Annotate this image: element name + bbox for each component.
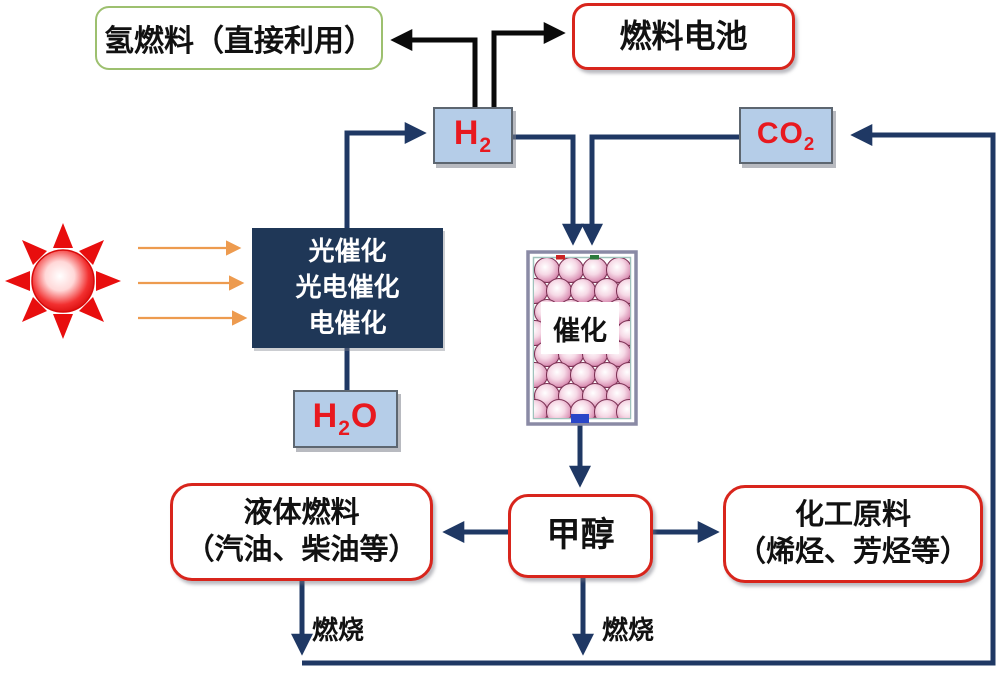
methanol-label: 甲醇 [546, 516, 615, 555]
node-h2: H2 [433, 107, 513, 164]
edge-combustion-to-co2-loop [302, 123, 996, 666]
h2-formula: H2 [453, 113, 493, 157]
combustion-label-left: 燃烧 [312, 615, 365, 645]
chemical-feedstock-line-2: （烯烃、芳烃等） [736, 536, 969, 568]
node-chemical-feedstock: 化工原料 （烯烃、芳烃等） [723, 485, 983, 583]
solar-ray-arrows [138, 240, 248, 326]
fuel-cell-label: 燃料电池 [619, 18, 748, 55]
combustion-label-right: 燃烧 [602, 615, 655, 645]
edge-h2-to-reactor [513, 134, 585, 246]
h2o-formula: H2O [312, 397, 379, 440]
edge-h2-to-hydrogen-fuel [390, 28, 478, 108]
node-fuel-cell: 燃料电池 [572, 3, 795, 70]
node-hydrogen-fuel: 氢燃料（直接利用） [95, 6, 383, 70]
node-h2o: H2O [293, 390, 398, 448]
liquid-fuel-line-2: （汽油、柴油等） [185, 534, 418, 566]
node-co2: CO2 [739, 107, 833, 164]
hydrogen-fuel-label: 氢燃料（直接利用） [104, 25, 374, 58]
reactor-inlet-mark-red [556, 255, 565, 260]
node-catalysis-panel: 光催化 光电催化 电催化 [252, 228, 443, 348]
edge-panel-to-h2 [344, 121, 427, 228]
node-methanol: 甲醇 [508, 494, 653, 578]
reactor-label: 催化 [541, 302, 619, 354]
chemical-feedstock-line-1: 化工原料 [794, 498, 911, 531]
catalysis-line-3: 电催化 [308, 307, 387, 338]
co2-formula: CO2 [756, 116, 816, 154]
liquid-fuel-line-1: 液体燃料 [243, 496, 360, 529]
node-liquid-fuel: 液体燃料 （汽油、柴油等） [170, 483, 433, 581]
edge-h2-to-fuel-cell [491, 21, 566, 108]
catalysis-line-1: 光催化 [308, 236, 387, 267]
catalysis-line-2: 光电催化 [295, 272, 400, 303]
sun-icon [5, 223, 121, 339]
reactor-inlet-mark-green [590, 255, 599, 260]
edge-co2-to-reactor [580, 134, 739, 246]
reactor-outlet-port [571, 414, 589, 423]
